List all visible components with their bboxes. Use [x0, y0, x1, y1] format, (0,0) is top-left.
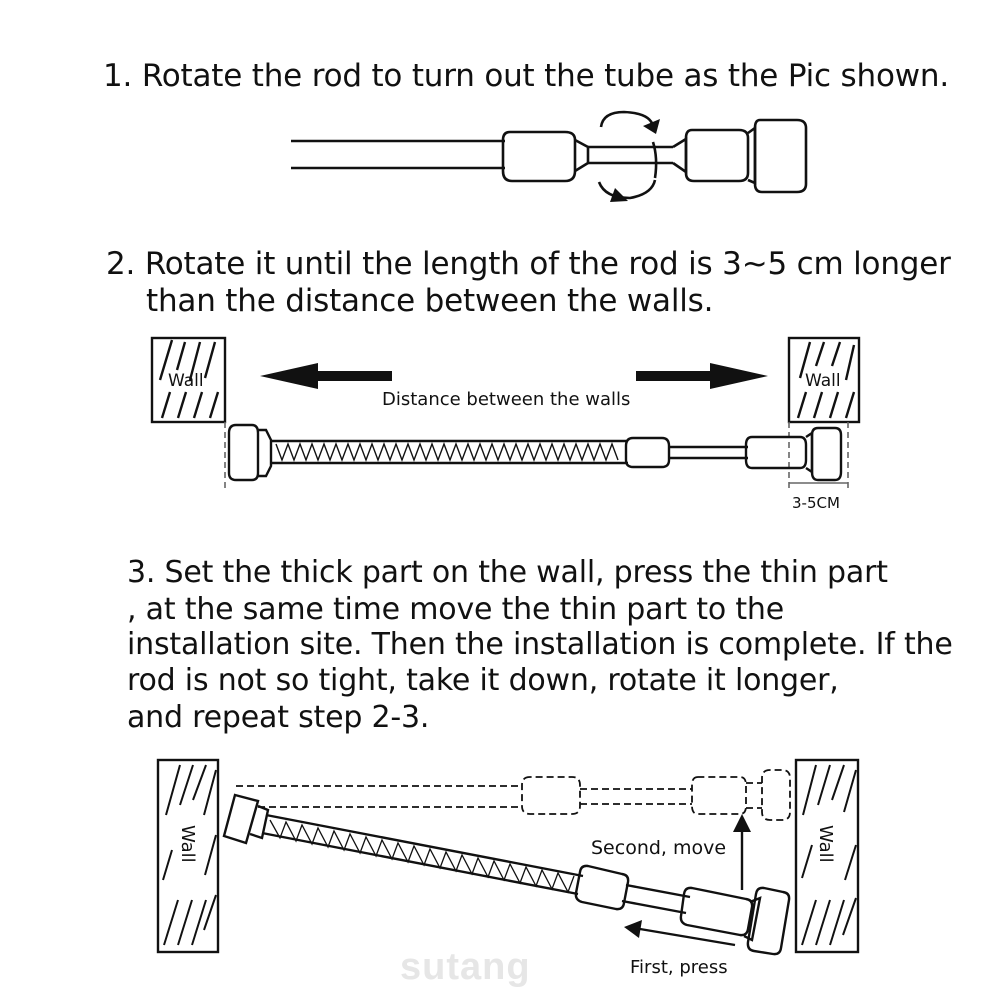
- step-3-text-line: , at the same time move the thin part to…: [127, 592, 784, 627]
- diagram3-right-wall-label: Wall: [815, 825, 836, 863]
- step-3-text-line: and repeat step 2-3.: [127, 700, 430, 735]
- second-move-label: Second, move: [591, 837, 726, 859]
- step-3-text-line: installation site. Then the installation…: [127, 627, 953, 662]
- step-3-text-line: 3. Set the thick part on the wall, press…: [127, 555, 888, 590]
- left-wall-label: Wall: [168, 371, 204, 391]
- watermark: sutang: [400, 946, 531, 988]
- extra-length-label: 3-5CM: [792, 494, 840, 512]
- diagram3-left-wall-label: Wall: [177, 825, 198, 863]
- first-press-label: First, press: [630, 957, 728, 978]
- step-1-text: 1. Rotate the rod to turn out the tube a…: [103, 58, 949, 94]
- step-2-text-line-1: 2. Rotate it until the length of the rod…: [106, 246, 951, 282]
- step-2-text-line-2: than the distance between the walls.: [146, 283, 714, 319]
- distance-label: Distance between the walls: [382, 389, 630, 410]
- step-3-text-line: rod is not so tight, take it down, rotat…: [127, 663, 839, 698]
- right-wall-label: Wall: [805, 371, 841, 391]
